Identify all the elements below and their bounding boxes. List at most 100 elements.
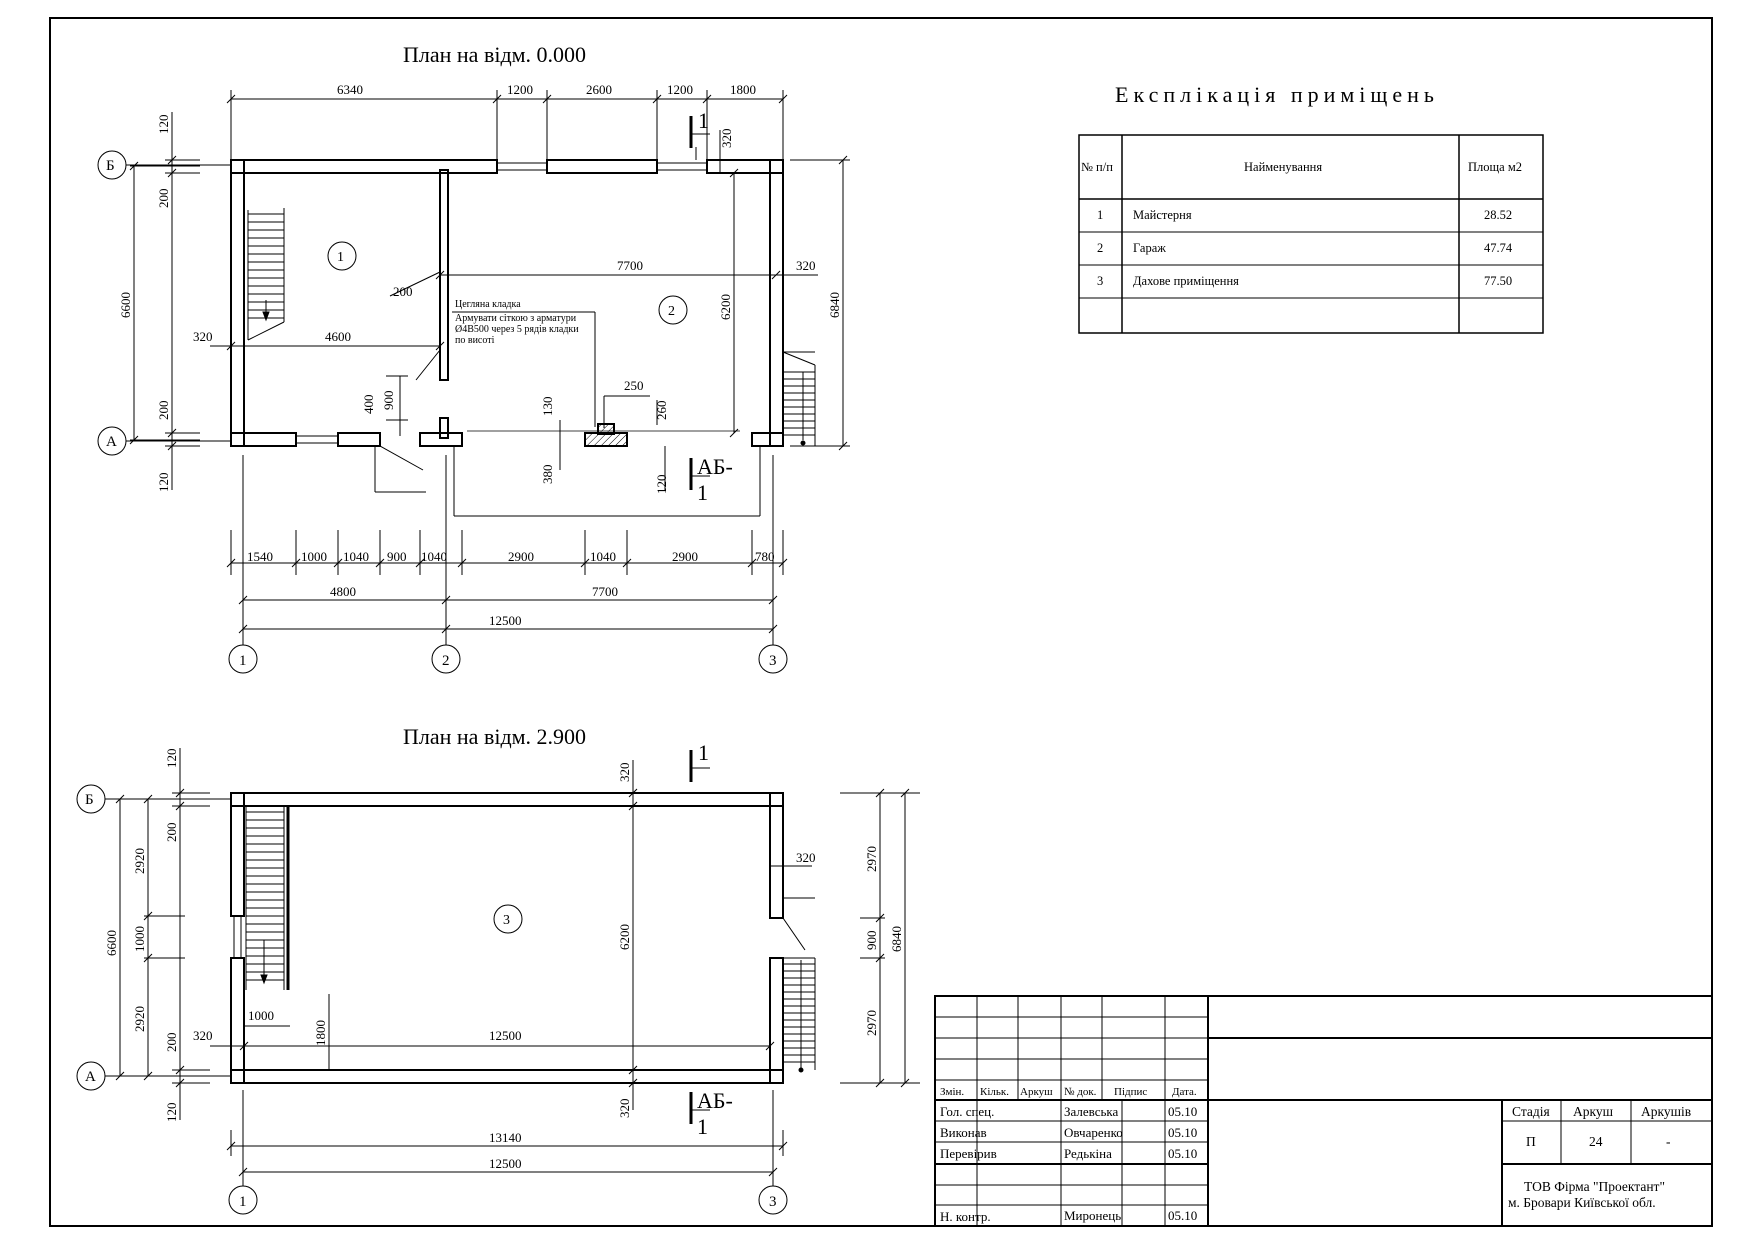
sheet-frame xyxy=(49,17,1713,1227)
p2-dim-1000-left: 1000 xyxy=(132,926,147,952)
dim-250: 250 xyxy=(624,378,644,393)
room-3-marker: 3 xyxy=(503,913,510,928)
axis-b-plan1: Б xyxy=(106,158,115,174)
dim-tick xyxy=(622,558,632,568)
dim-bot-4800: 4800 xyxy=(330,584,356,599)
expl-row-1-n: 1 xyxy=(1097,208,1103,222)
dim-tick xyxy=(441,595,451,605)
dim-bot-1: 1540 xyxy=(247,549,273,564)
p2-dim-200-bottom: 200 xyxy=(164,1033,179,1053)
axis-1-plan2: 1 xyxy=(239,1194,247,1210)
dim-260: 260 xyxy=(654,401,669,421)
dim-bot-2: 1000 xyxy=(301,549,327,564)
p2-dim-6200: 6200 xyxy=(617,924,632,950)
p2-dim-6600: 6600 xyxy=(104,930,119,956)
dim-tick xyxy=(768,595,778,605)
stamp-name-1: Залевська xyxy=(1064,1104,1119,1119)
stamp-date-1: 05.10 xyxy=(1168,1104,1197,1119)
p2-dim-6840: 6840 xyxy=(889,926,904,952)
p2-dim-900: 900 xyxy=(864,931,879,951)
axis-a-plan1: А xyxy=(106,434,117,450)
expl-row-3-n: 3 xyxy=(1097,274,1103,288)
stamp-col-kilk: Кільк. xyxy=(980,1086,1009,1098)
dim-320-top: 320 xyxy=(719,129,734,149)
expl-row-2-area: 47.74 xyxy=(1484,241,1513,255)
dim-900: 900 xyxy=(381,391,396,411)
stamp-name-4: Миронець xyxy=(1064,1208,1121,1223)
dim-400: 400 xyxy=(361,395,376,415)
room-1-marker: 1 xyxy=(337,250,344,265)
p2-dim-12500: 12500 xyxy=(489,1156,522,1171)
dim-380: 380 xyxy=(540,465,555,485)
expl-row-3-name: Дахове приміщення xyxy=(1133,274,1239,288)
plan-1-note: Цегляна кладка Армувати сіткою з арматур… xyxy=(452,299,596,427)
dim-left-2: 200 xyxy=(156,189,171,209)
dim-bot-3: 1040 xyxy=(343,549,369,564)
dim-tick xyxy=(238,624,248,634)
p2-dim-1000: 1000 xyxy=(248,1008,274,1023)
p2-section-1-top: 1 xyxy=(698,740,709,765)
p2-section-ab-b: 1 xyxy=(697,1114,708,1139)
p2-dim-200-top: 200 xyxy=(164,823,179,843)
dim-top-1: 6340 xyxy=(337,82,363,97)
dim-tick xyxy=(375,558,385,568)
dim-tick xyxy=(747,558,757,568)
dim-200: 200 xyxy=(393,284,413,299)
dim-tick xyxy=(768,624,778,634)
stamp-name-3: Редькіна xyxy=(1064,1146,1112,1161)
p2-dim-2970-bottom: 2970 xyxy=(864,1010,879,1036)
plan-2-title: План на відм. 2.900 xyxy=(403,724,586,749)
dim-bot-4: 900 xyxy=(387,549,407,564)
stamp-date-4: 05.10 xyxy=(1168,1208,1197,1223)
expl-row-2-n: 2 xyxy=(1097,241,1103,255)
p2-dim-13140: 13140 xyxy=(489,1130,522,1145)
section-ab-b: 1 xyxy=(697,480,708,505)
dim-130: 130 xyxy=(540,397,555,417)
plan-1-title: План на відм. 0.000 xyxy=(403,42,586,67)
plan-2: План на відм. 2.900 xyxy=(76,724,920,1215)
title-block: Змін. Кільк. Аркуш № док. Підпис Дата. Г… xyxy=(934,995,1713,1227)
dim-tick xyxy=(441,624,451,634)
note-line-1: Цегляна кладка xyxy=(455,299,521,310)
p2-dim-1800: 1800 xyxy=(313,1020,328,1046)
axis-a-plan2: А xyxy=(85,1069,96,1085)
stamp-col-zmin: Змін. xyxy=(940,1086,964,1098)
p2-dim-320-bottom: 320 xyxy=(617,1099,632,1119)
dim-tick xyxy=(333,558,343,568)
stamp-col-data: Дата. xyxy=(1172,1086,1197,1098)
p2-dim-120-top: 120 xyxy=(164,749,179,769)
stamp-role-4: Н. контр. xyxy=(940,1209,991,1224)
dim-4600: 4600 xyxy=(325,329,351,344)
stamp-col-pidpys: Підпис xyxy=(1114,1086,1147,1098)
dim-320-right: 320 xyxy=(796,258,816,273)
dim-left-5: 120 xyxy=(156,473,171,493)
note-line-3: Ø4В500 через 5 рядів кладки xyxy=(455,324,579,335)
plan-2-stairs xyxy=(245,806,290,990)
note-line-4: по висоті xyxy=(455,335,495,346)
plan-1-interior-dims: 320 200 7700 320 6200 320 4600 400 900 1… xyxy=(193,129,816,495)
dim-bot-7: 1040 xyxy=(590,549,616,564)
dim-7700-interior: 7700 xyxy=(617,258,643,273)
stamp-stage-header: Стадія xyxy=(1512,1104,1550,1119)
stamp-company-2: м. Бровари Київської обл. xyxy=(1508,1195,1656,1210)
dim-tick xyxy=(226,558,236,568)
stamp-name-2: Овчаренко xyxy=(1064,1125,1123,1140)
dim-top-4: 1200 xyxy=(667,82,693,97)
dim-tick xyxy=(457,558,467,568)
dim-120: 120 xyxy=(654,475,669,495)
section-1-top: 1 xyxy=(698,108,709,133)
axis-3-plan1: 3 xyxy=(769,653,777,669)
stamp-col-arkush: Аркуш xyxy=(1020,1086,1053,1098)
dim-6200: 6200 xyxy=(718,294,733,320)
dim-top-5: 1800 xyxy=(730,82,756,97)
dim-bot-6: 2900 xyxy=(508,549,534,564)
p2-dim-2920-bottom: 2920 xyxy=(132,1006,147,1032)
plan-1-bottom-dims: 1540 1000 1040 900 1040 2900 1040 2900 7… xyxy=(247,549,775,628)
dim-tick xyxy=(580,558,590,568)
p2-dim-320-right: 320 xyxy=(796,850,816,865)
stamp-col-doc: № док. xyxy=(1064,1086,1097,1098)
dim-tick xyxy=(415,558,425,568)
dim-tick xyxy=(778,558,788,568)
axis-2-plan1: 2 xyxy=(442,653,450,669)
dim-top-3: 2600 xyxy=(586,82,612,97)
